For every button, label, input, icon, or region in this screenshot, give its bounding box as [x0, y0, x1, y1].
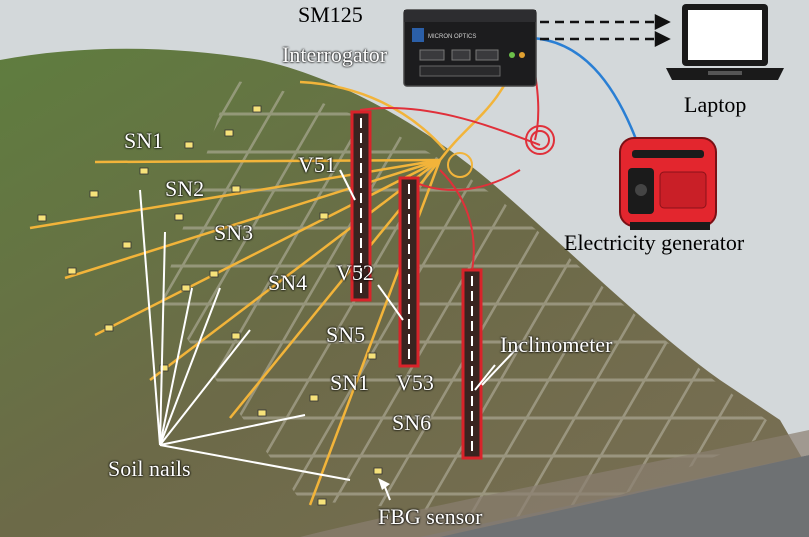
- sn1-label: SN1: [124, 128, 164, 153]
- micron-optics-logo-icon: [412, 28, 424, 42]
- inclinometer-v52: [398, 176, 420, 368]
- fbg-sensor: [252, 105, 262, 113]
- soil-nail-leader: [159, 414, 306, 446]
- fiber-coil-orange: [447, 152, 473, 178]
- soil-nail-leader: [159, 329, 251, 446]
- fbg-sensor: [367, 352, 377, 360]
- sn1-lower-label: SN1: [330, 370, 370, 395]
- inclinometer-v51: [350, 110, 372, 302]
- soil-nail-leader: [159, 444, 351, 481]
- data-link-arrows: [540, 13, 671, 48]
- inclinometer-v53: [461, 268, 483, 460]
- fbg-sensor: [181, 284, 191, 292]
- fbg-sensor: [231, 185, 241, 193]
- orange-fiber-cable-top: [299, 80, 446, 151]
- v51-label: V51: [298, 152, 336, 177]
- fbg-sensor: [319, 212, 329, 220]
- fbg-sensor: [309, 394, 319, 402]
- sn2-label: SN2: [165, 176, 205, 201]
- sn4-label: SN4: [268, 270, 308, 295]
- fbg-sensor: [209, 270, 219, 278]
- fbg-sensor: [104, 324, 114, 332]
- fiber-coil-red-inner: [530, 130, 550, 150]
- device-brand: MICRON OPTICS: [428, 34, 476, 40]
- inclinometer-leader: [481, 344, 521, 386]
- road-edge: [300, 430, 809, 537]
- interrogator-label: Interrogator: [282, 42, 388, 67]
- soil-nail-line-sn1-lower: [29, 158, 441, 230]
- inclinometer-label: Inclinometer: [500, 332, 613, 357]
- laptop-icon: [666, 4, 784, 80]
- fbg-sensor: [174, 213, 184, 221]
- fbg-sensor-arrow-head: [378, 478, 390, 490]
- v53-leader: [474, 364, 496, 391]
- soil-nail-line-sn1: [94, 158, 441, 164]
- fbg-sensor: [37, 214, 47, 222]
- fbg-sensor: [89, 190, 99, 198]
- sn5-label: SN5: [326, 322, 366, 347]
- blue-power-cable: [529, 36, 642, 151]
- soil-nail-leader: [159, 231, 166, 446]
- red-fiber-cable-1: [359, 107, 541, 146]
- fbg-sensor: [139, 167, 149, 175]
- fbg-sensor: [373, 467, 383, 475]
- sm125-label: SM125: [298, 2, 363, 27]
- v53-label: V53: [396, 370, 434, 395]
- sn3-label: SN3: [214, 220, 254, 245]
- soil-nail-leader: [159, 287, 193, 446]
- laptop-label: Laptop: [684, 92, 747, 117]
- fbg-sensor: [159, 364, 169, 372]
- fbg-sensor: [67, 267, 77, 275]
- generator-label: Electricity generator: [564, 230, 745, 255]
- v51-leader: [339, 169, 356, 201]
- fbg-sensor: [257, 409, 267, 417]
- fbg-sensor-markers: [37, 105, 383, 506]
- fiber-coil-red: [525, 125, 555, 155]
- soil-nails-label: Soil nails: [108, 456, 191, 481]
- fbg-sensor: [231, 332, 241, 340]
- fbg-sensor: [317, 498, 327, 506]
- v52-label: V52: [336, 260, 374, 285]
- soil-nail-line-sn2: [64, 158, 441, 280]
- soil-nail-leader: [159, 287, 221, 446]
- annotation-leaders: [139, 169, 521, 481]
- v52-leader: [377, 284, 404, 321]
- soil-nail-leader: [139, 189, 161, 446]
- soil-nail-line-sn3: [94, 158, 441, 337]
- fbg-sensor-label: FBG sensor: [378, 504, 483, 529]
- fbg-sensor: [224, 129, 234, 137]
- interrogator-device: MICRON OPTICS: [403, 9, 537, 87]
- fbg-sensor: [184, 141, 194, 149]
- fbg-sensor: [122, 241, 132, 249]
- sn6-label: SN6: [392, 410, 432, 435]
- generator-icon: [619, 137, 717, 230]
- red-fiber-cable-3: [439, 169, 475, 281]
